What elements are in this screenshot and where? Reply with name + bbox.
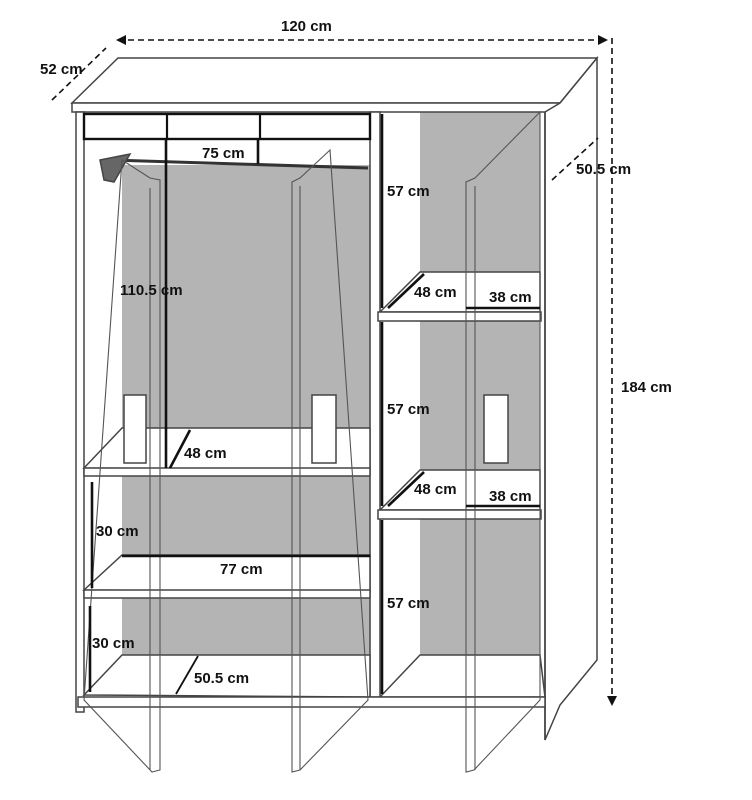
label-right-compartment-top: 57 cm [387,183,430,200]
left-door-1 [83,159,161,773]
width-arrow-right [598,35,608,45]
height-arrow-bottom [607,696,617,706]
drawer-strip [82,112,372,141]
label-right-shelf-2-width: 38 cm [489,488,532,505]
top-slab [70,57,599,104]
label-right-compartment-bottom: 57 cm [387,595,430,612]
label-overall-width: 120 cm [281,18,332,35]
label-rail-width: 75 cm [202,145,245,162]
label-right-shelf-1-width: 38 cm [489,289,532,306]
top-slab-front [71,102,561,113]
left-door-2 [291,148,369,773]
label-inner-depth-right: 50.5 cm [576,161,631,178]
left-shelf-1-front [83,467,371,477]
left-shelves [82,427,371,599]
label-right-shelf-2-depth: 48 cm [414,481,457,498]
label-overall-depth: 52 cm [40,61,83,78]
left-shelf-2-front [83,589,371,599]
plinth [77,696,546,708]
dimension-labels: 120 cm 52 cm 184 cm 50.5 cm 75 cm 110.5 … [40,18,672,687]
right-back-panel [420,112,540,657]
label-compartment-height-1: 30 cm [96,523,139,540]
handle-right-door [483,394,509,464]
hanging-rail [111,158,369,170]
label-hanging-height: 110.5 cm [120,282,183,299]
handle-left-door-2 [311,394,337,464]
label-shelf-width-left: 77 cm [220,561,263,578]
doors [83,110,541,773]
bottom-floor-right [378,654,546,698]
right-shelf-1-front [377,311,542,322]
handle-left-door-1 [123,394,147,464]
inner-depth-right-line [551,137,599,181]
right-shelf-2-front [377,509,542,520]
label-overall-height: 184 cm [621,379,672,396]
label-left-shelf-depth: 48 cm [184,445,227,462]
label-right-shelf-1-depth: 48 cm [414,284,457,301]
label-right-compartment-middle: 57 cm [387,401,430,418]
center-divider [369,111,381,698]
inner-depth-bottom-line [175,655,199,695]
right-shelf-2-depth-line [387,471,425,507]
left-side-panel [75,111,85,713]
width-arrow-left [116,35,126,45]
label-inner-depth-bottom: 50.5 cm [194,670,249,687]
dimension-lines [51,35,617,706]
label-compartment-height-2: 30 cm [92,635,135,652]
left-shelf-depth-line [168,429,192,469]
right-door [465,110,541,773]
depth-dim-line [51,47,107,101]
cabinet-body [70,55,599,741]
right-shelf-1-depth-line [387,273,425,309]
rail-bracket [99,152,132,183]
